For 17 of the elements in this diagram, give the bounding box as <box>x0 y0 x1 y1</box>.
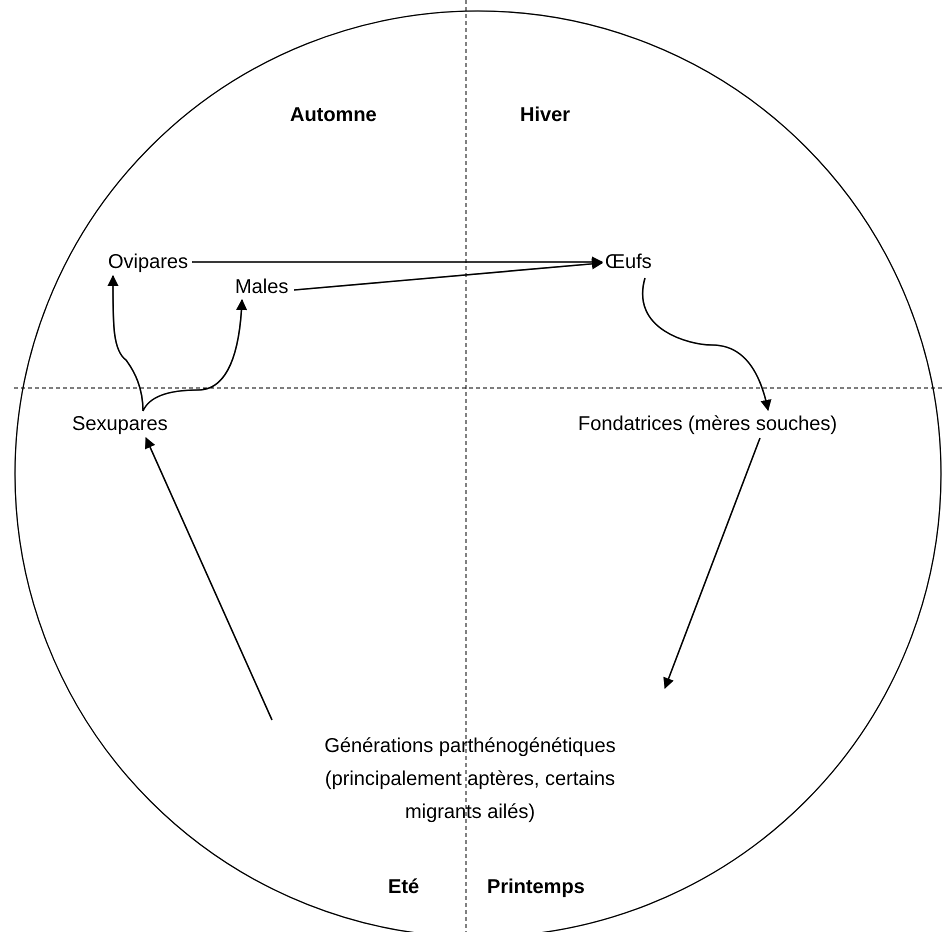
season-label: Hiver <box>520 103 570 127</box>
arrow <box>663 438 761 690</box>
stage-label: Males <box>235 275 288 299</box>
stage-label: Sexupares <box>72 412 168 436</box>
arrow <box>294 258 604 291</box>
stage-label: Fondatrices (mères souches) <box>578 412 837 436</box>
arrow <box>142 298 248 412</box>
season-label: Automne <box>290 103 377 127</box>
season-label: Eté <box>388 875 420 899</box>
stage-label: Ovipares <box>108 250 188 274</box>
season-label: Printemps <box>487 875 585 899</box>
stage-label: Œufs <box>605 250 652 274</box>
arrow <box>107 274 144 412</box>
stage-label: Générations parthénogénétiques (principalement aptères, certains migrants ailés) <box>270 690 670 829</box>
arrow <box>145 436 273 720</box>
arrow <box>642 278 772 412</box>
arrow <box>192 256 604 268</box>
